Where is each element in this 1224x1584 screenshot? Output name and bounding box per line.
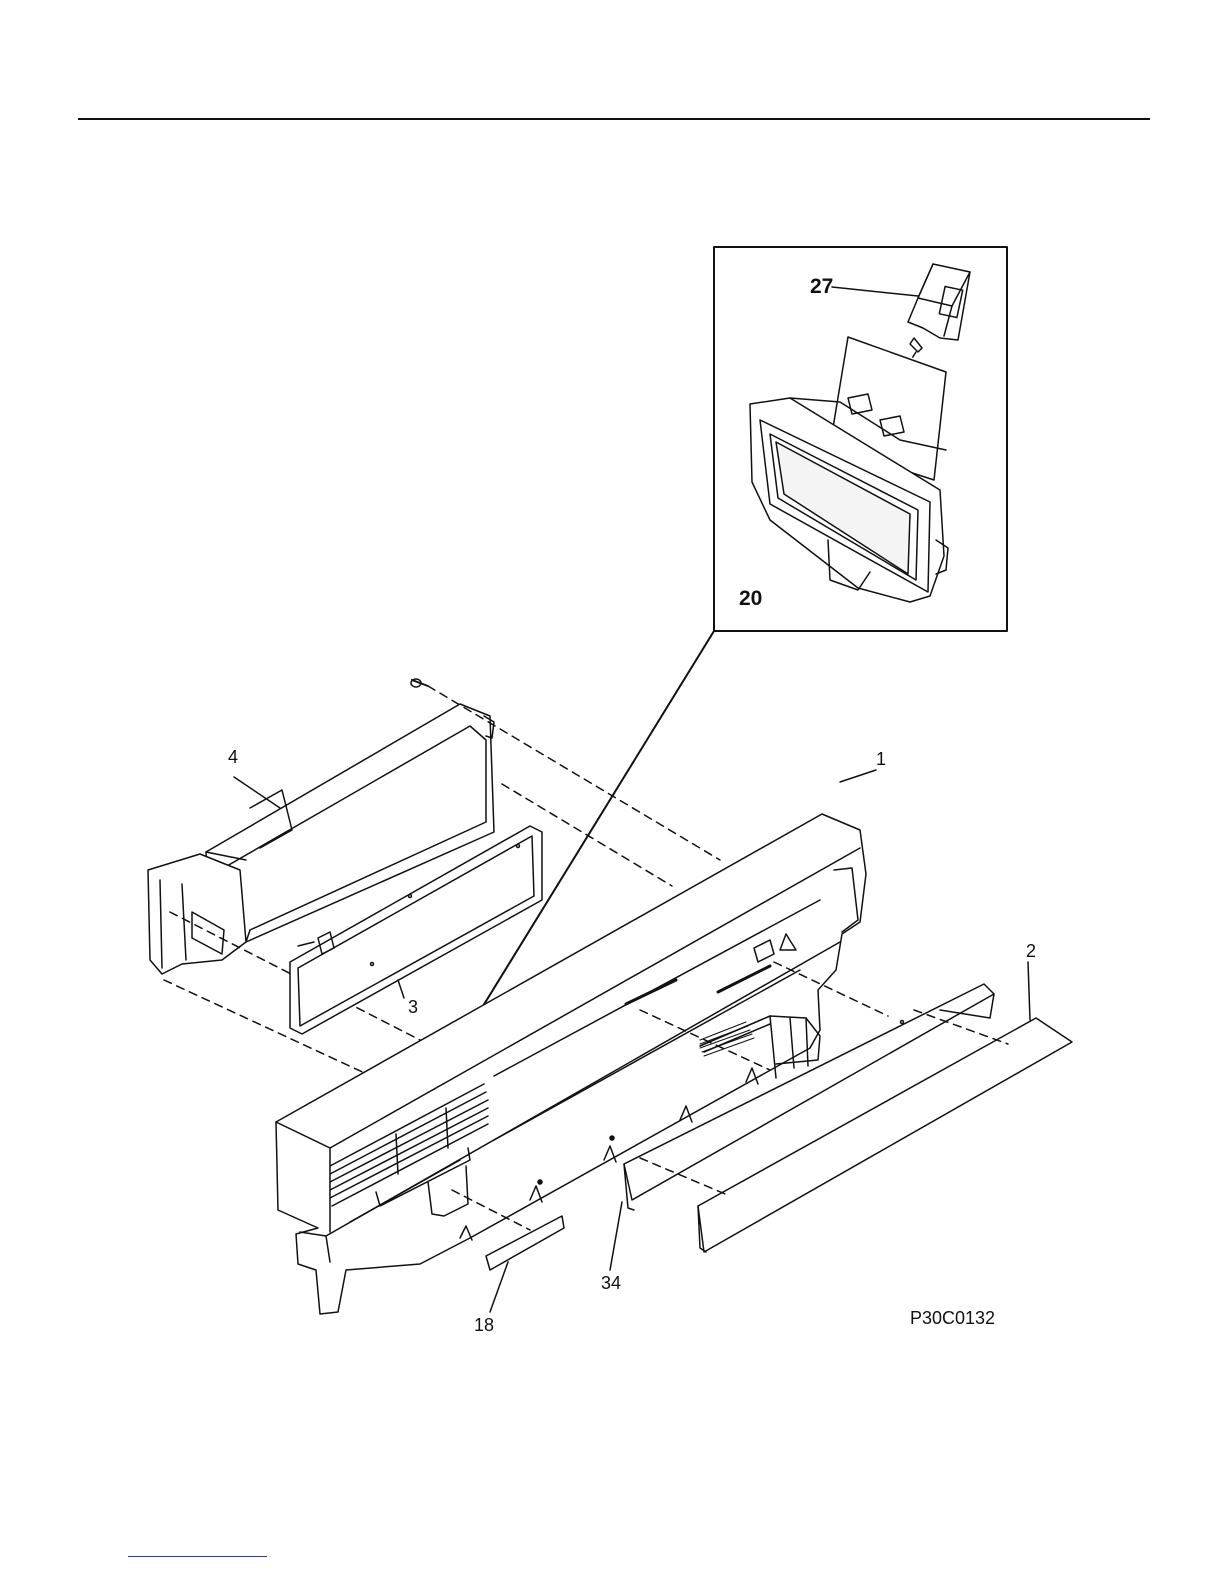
callout-27: 27 (810, 276, 833, 297)
callout-34: 34 (601, 1274, 621, 1292)
callout-4: 4 (228, 748, 238, 766)
part-20-dispenser-housing (750, 337, 948, 602)
figure-code: P30C0132 (910, 1308, 995, 1329)
part-18-label (486, 1216, 564, 1312)
callout-1: 1 (876, 750, 886, 768)
callout-20: 20 (739, 588, 762, 609)
footer-link-underline[interactable] (128, 1556, 267, 1557)
callout-2: 2 (1026, 942, 1036, 960)
callout-18: 18 (474, 1316, 494, 1334)
callout-3: 3 (408, 998, 418, 1016)
